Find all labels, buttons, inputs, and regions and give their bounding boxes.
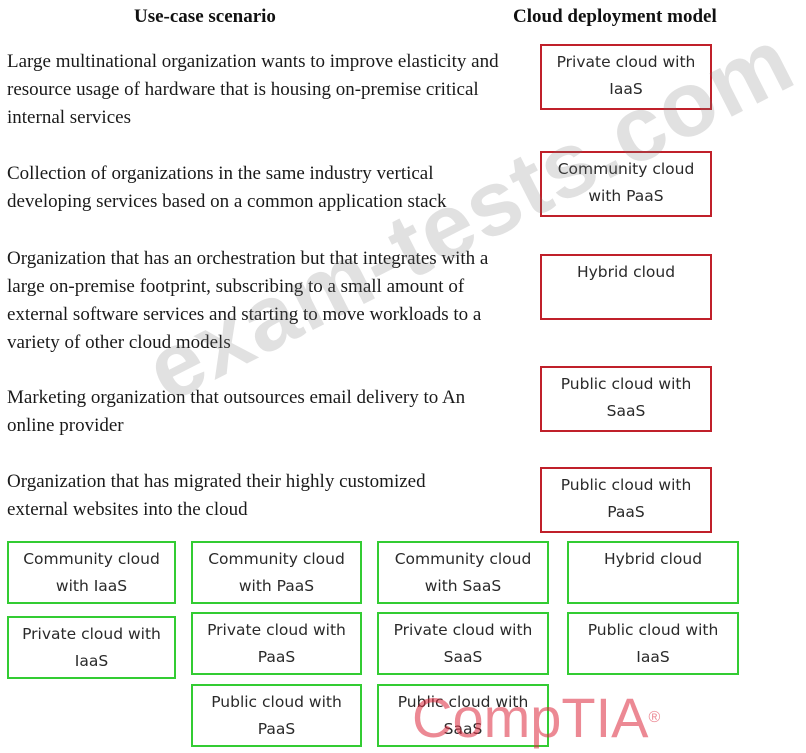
drop-target[interactable]: Hybrid cloud: [540, 254, 712, 320]
drag-option-label: Private cloud with SaaS: [393, 621, 533, 666]
drag-option-label: Private cloud with PaaS: [207, 621, 346, 666]
drag-option[interactable]: Public cloud with PaaS: [191, 684, 362, 747]
scenario-text: Large multinational organization wants t…: [7, 51, 499, 128]
scenario-column-header: Use-case scenario: [134, 6, 276, 27]
drag-option-label: Public cloud with IaaS: [587, 621, 719, 666]
scenario-text: Collection of organizations in the same …: [7, 163, 447, 212]
drag-option-label: Community cloud with PaaS: [208, 550, 345, 595]
drag-option[interactable]: Private cloud with SaaS: [377, 612, 549, 675]
drag-option-label: Community cloud with IaaS: [23, 550, 160, 595]
drop-target-label: Community cloud with PaaS: [557, 160, 695, 205]
drop-target[interactable]: Private cloud with IaaS: [540, 44, 712, 110]
drop-target[interactable]: Public cloud with SaaS: [540, 366, 712, 432]
drop-target-label: Private cloud with IaaS: [556, 53, 696, 98]
drop-target-label: Hybrid cloud: [576, 263, 676, 281]
registered-mark-icon: ®: [648, 709, 661, 726]
drag-option-label: Private cloud with IaaS: [22, 625, 161, 670]
drop-target[interactable]: Public cloud with PaaS: [540, 467, 712, 533]
drop-target-label: Public cloud with PaaS: [560, 476, 692, 521]
drag-option[interactable]: Hybrid cloud: [567, 541, 739, 604]
drag-option[interactable]: Community cloud with PaaS: [191, 541, 362, 604]
drag-option[interactable]: Public cloud with IaaS: [567, 612, 739, 675]
drag-option[interactable]: Community cloud with SaaS: [377, 541, 549, 604]
drag-option-label: Hybrid cloud: [603, 550, 703, 568]
scenario-text: Organization that has migrated their hig…: [7, 471, 426, 520]
model-column-header: Cloud deployment model: [513, 6, 717, 27]
drag-option[interactable]: Community cloud with IaaS: [7, 541, 176, 604]
drop-target-label: Public cloud with SaaS: [560, 375, 692, 420]
drag-option[interactable]: Public cloud with SaaS: [377, 684, 549, 747]
drop-target[interactable]: Community cloud with PaaS: [540, 151, 712, 217]
drag-option-label: Public cloud with PaaS: [211, 693, 342, 738]
drag-option[interactable]: Private cloud with PaaS: [191, 612, 362, 675]
drag-option-label: Community cloud with SaaS: [394, 550, 532, 595]
drag-option-label: Public cloud with SaaS: [397, 693, 529, 738]
drag-option[interactable]: Private cloud with IaaS: [7, 616, 176, 679]
scenario-text: Marketing organization that outsources e…: [7, 387, 466, 436]
scenario-text: Organization that has an orchestration b…: [7, 248, 489, 353]
